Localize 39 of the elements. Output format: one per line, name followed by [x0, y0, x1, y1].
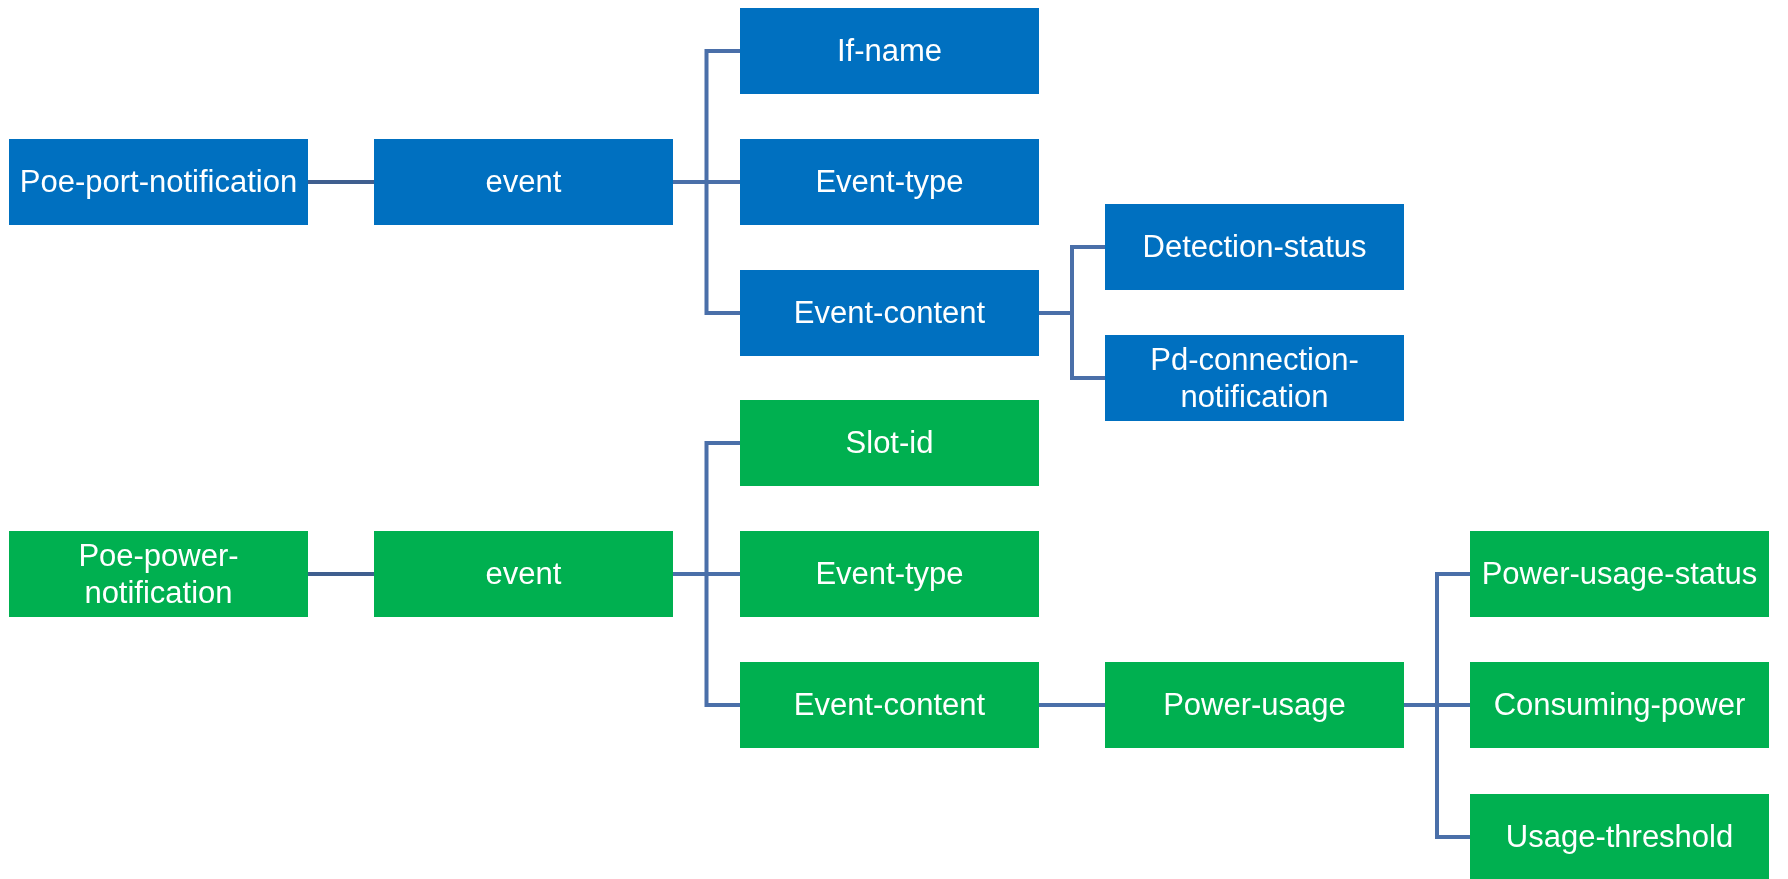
- node-label: Event-type: [815, 555, 964, 593]
- tree-node-box: [740, 270, 1039, 356]
- node-label: Pd-connection-notification: [1149, 340, 1360, 416]
- node-label: If-name: [836, 32, 943, 70]
- tree-node-box: [374, 531, 673, 617]
- connector-line: [308, 180, 374, 184]
- connector-line: [1039, 311, 1105, 380]
- tree-node-box: [374, 139, 673, 225]
- node-label: Power-usage: [1163, 686, 1346, 724]
- tree-node-box: [740, 8, 1039, 94]
- tree-node-box: [1470, 794, 1769, 879]
- tree-node-box: [740, 139, 1039, 225]
- tree-node-box: [740, 531, 1039, 617]
- node-label: Slot-id: [845, 424, 934, 462]
- node-label: event: [485, 555, 562, 593]
- tree-node-box: [1105, 204, 1404, 290]
- connector-line: [1404, 703, 1470, 839]
- tree-node-box: [1105, 662, 1404, 748]
- tree-node-box: [9, 531, 308, 617]
- node-label: Poe-power-notification: [77, 536, 240, 612]
- tree-node-box: [740, 400, 1039, 486]
- connector-line: [673, 572, 740, 707]
- connector-line: [1039, 703, 1105, 707]
- node-label: Consuming-power: [1493, 686, 1746, 724]
- node-label: Event-content: [793, 686, 986, 724]
- tree-node-box: [1470, 531, 1769, 617]
- node-label: Detection-status: [1142, 228, 1367, 266]
- node-label: Event-type: [815, 163, 964, 201]
- connector-line: [673, 180, 740, 315]
- tree-node-box: [1105, 335, 1404, 421]
- node-label: Power-usage-status: [1481, 555, 1758, 593]
- tree-node-box: [1470, 662, 1769, 748]
- tree-node-box: [9, 139, 308, 225]
- node-label: Poe-port-notification: [19, 163, 298, 201]
- node-label: event: [485, 163, 562, 201]
- node-label: Usage-threshold: [1505, 818, 1734, 856]
- connector-line: [308, 572, 374, 576]
- tree-node-box: [740, 662, 1039, 748]
- node-label: Event-content: [793, 294, 986, 332]
